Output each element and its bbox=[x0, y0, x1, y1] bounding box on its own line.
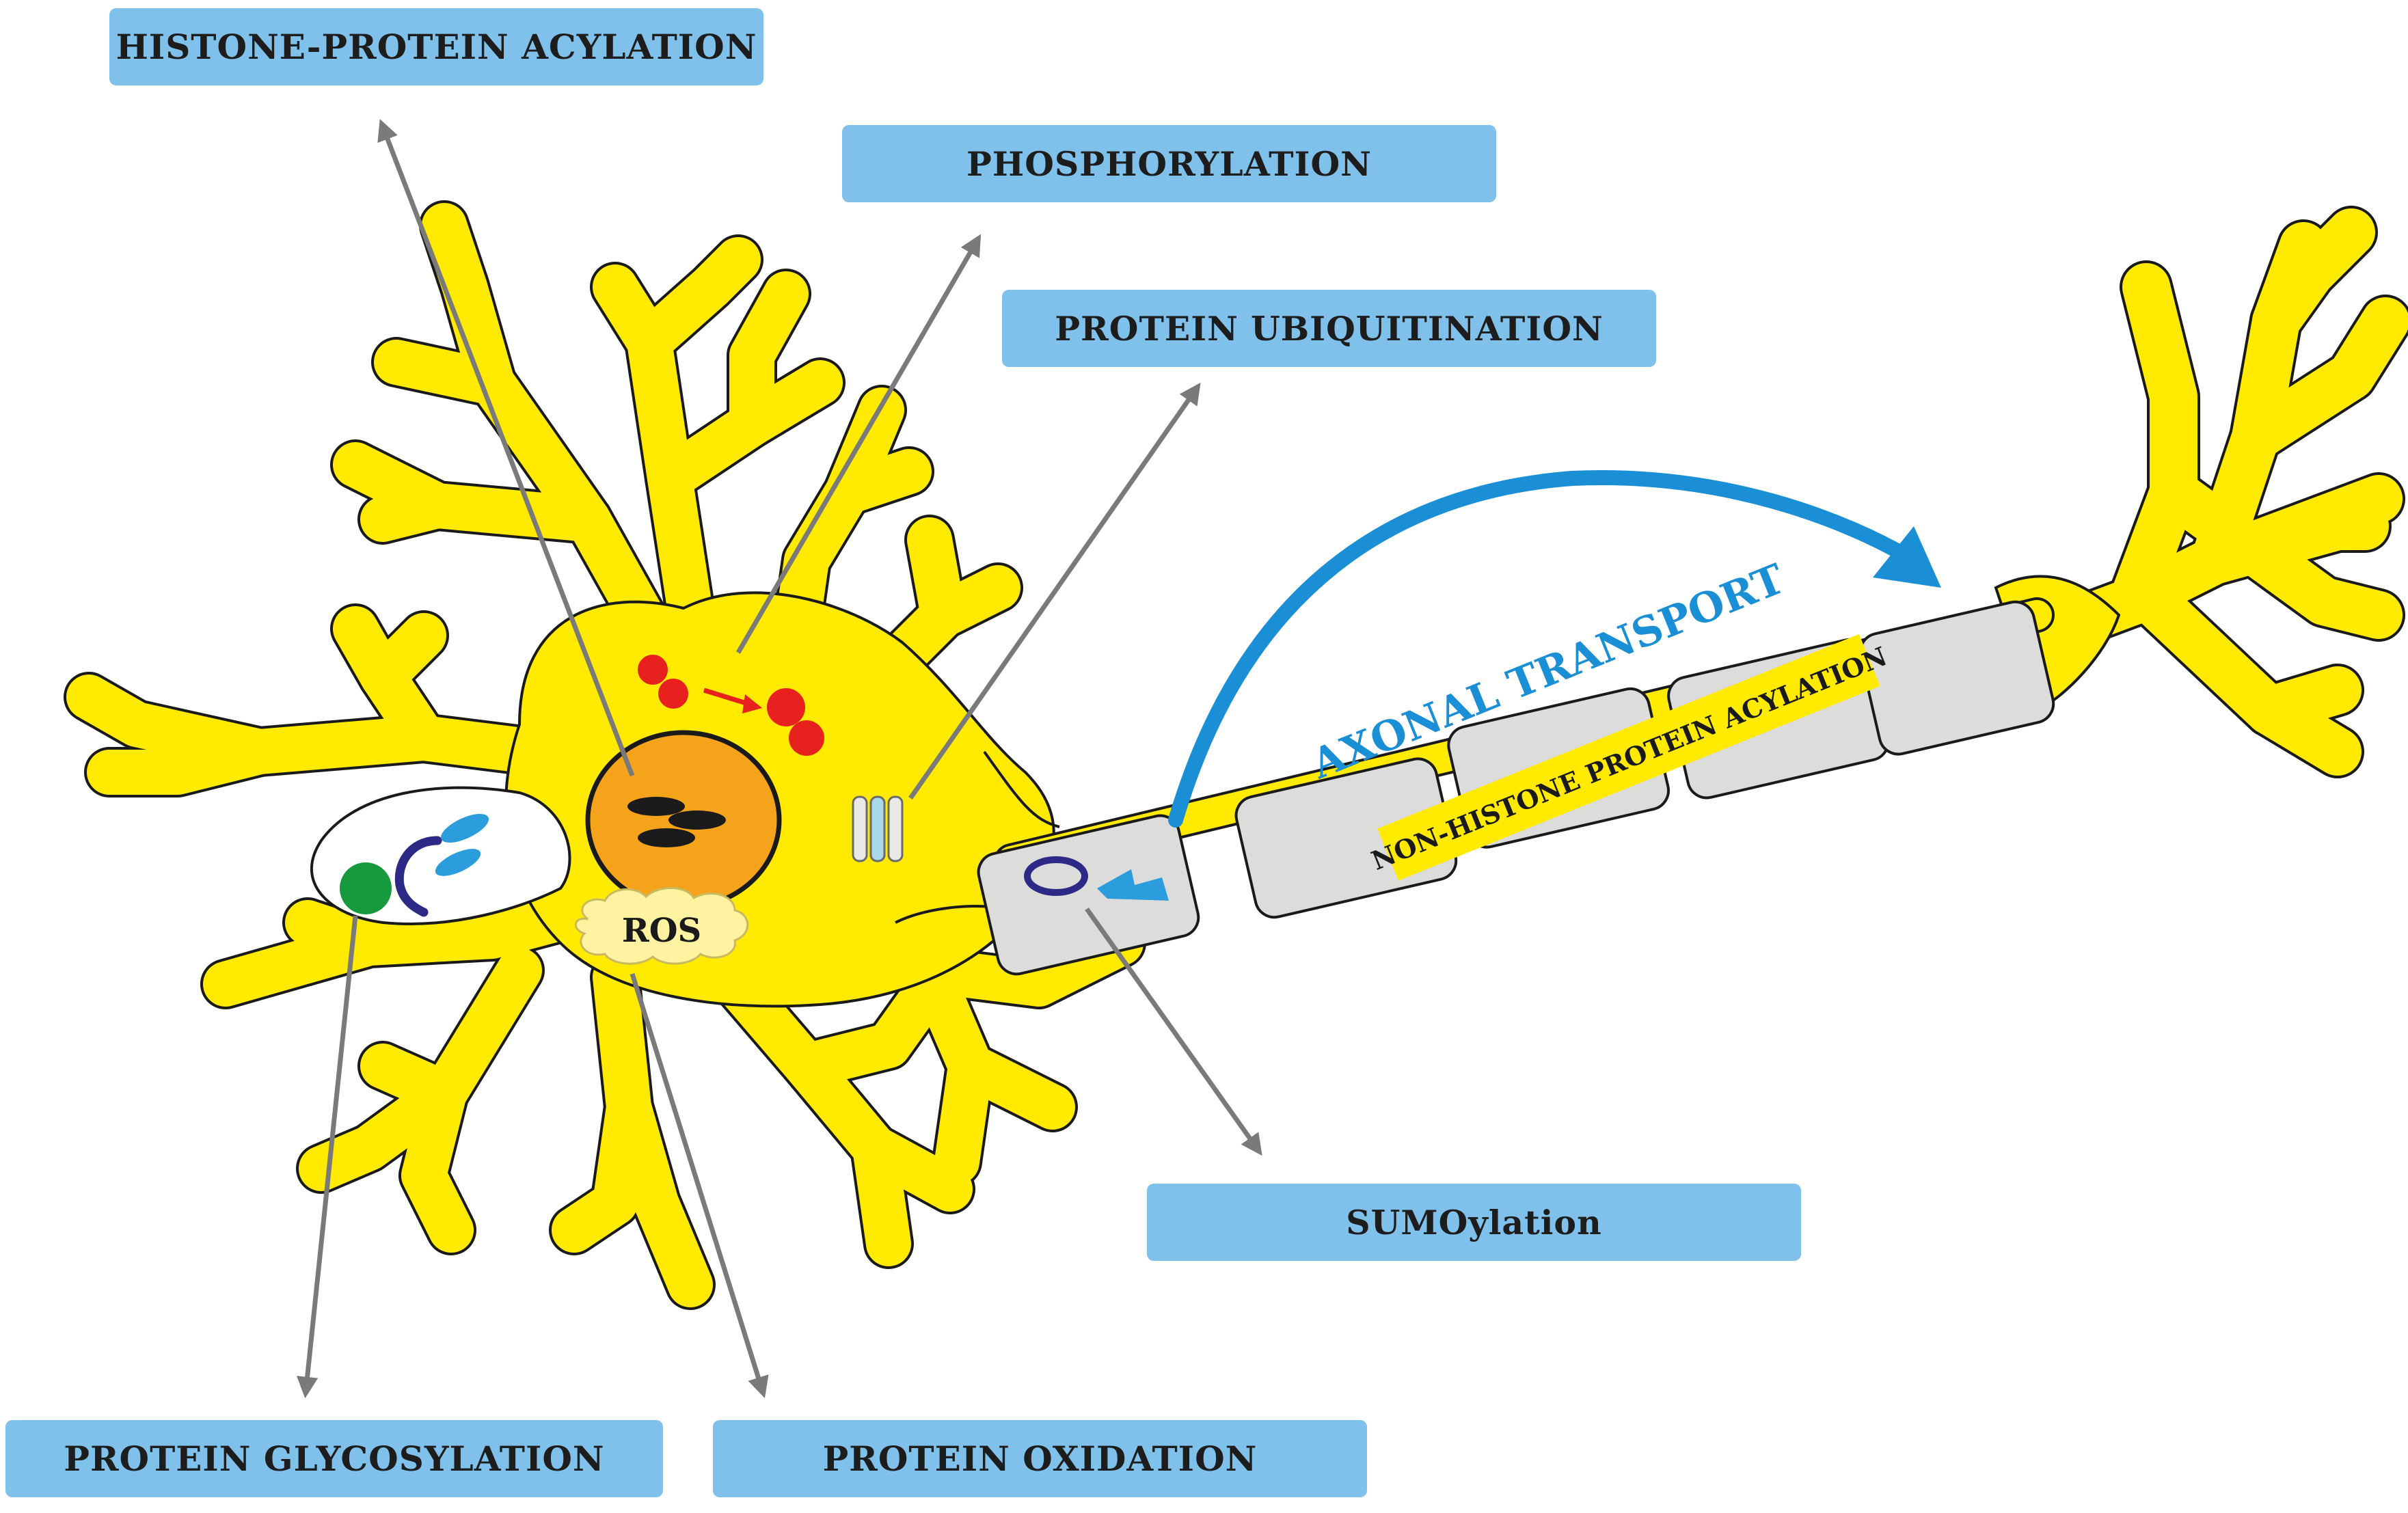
arrow-phospho bbox=[735, 234, 982, 654]
axonal-transport-arrow bbox=[1168, 470, 1921, 828]
sumoylation-label: SUMOylation bbox=[1346, 1202, 1602, 1242]
oxidation-label: PROTEIN OXIDATION bbox=[822, 1439, 1258, 1479]
ros-label: ROS bbox=[622, 912, 701, 950]
glycan-green-icon bbox=[340, 862, 392, 914]
histone-acylation-label: HISTONE-PROTEIN ACYLATION bbox=[116, 27, 757, 67]
sumoylation-complex bbox=[1024, 856, 1169, 901]
pointer-arrows bbox=[296, 119, 1262, 1399]
glycosylation-label: PROTEIN GLYCOSYLATION bbox=[64, 1439, 605, 1479]
chromatin bbox=[627, 797, 685, 816]
arrow-ubiquitination bbox=[908, 382, 1201, 800]
label-box-phosphorylation: PHOSPHORYLATION bbox=[842, 125, 1496, 202]
phosphorylation-label: PHOSPHORYLATION bbox=[966, 144, 1372, 184]
label-box-ubiquitination: PROTEIN UBIQUITINATION bbox=[1002, 290, 1656, 367]
phosphorylation-molecules bbox=[638, 655, 824, 756]
ubiquitination-channel bbox=[852, 795, 904, 862]
sumo-blue-shape-icon bbox=[1097, 869, 1169, 901]
axon-hillock bbox=[882, 752, 1053, 929]
ros-cloud: ROS bbox=[575, 887, 749, 965]
molecule-blue-icon bbox=[440, 813, 489, 843]
chromatin bbox=[638, 828, 695, 847]
arrow-oxidation bbox=[630, 972, 769, 1399]
arrow-glycosylation bbox=[296, 915, 358, 1399]
nucleus bbox=[585, 730, 782, 910]
axonal-transport-arrowhead bbox=[1873, 526, 1941, 588]
neuron-soma-dendrites bbox=[64, 200, 1146, 1310]
label-box-histone-acylation: HISTONE-PROTEIN ACYLATION bbox=[109, 8, 763, 85]
label-box-sumoylation: SUMOylation bbox=[1147, 1184, 1801, 1261]
arrow-sumoylation bbox=[1085, 907, 1262, 1156]
myelin-segment bbox=[977, 814, 1200, 976]
label-box-glycosylation: PROTEIN GLYCOSYLATION bbox=[5, 1420, 663, 1497]
sumo-ring-icon bbox=[1024, 856, 1088, 896]
ubiquitination-label: PROTEIN UBIQUITINATION bbox=[1055, 308, 1604, 349]
receptor-c-icon bbox=[394, 836, 442, 917]
myelin-segment bbox=[1858, 600, 2055, 756]
glycosylation-complex bbox=[340, 813, 489, 917]
axon-terminal bbox=[1997, 206, 2408, 778]
label-box-oxidation: PROTEIN OXIDATION bbox=[713, 1420, 1367, 1497]
arrow-histone bbox=[377, 119, 635, 777]
chromatin bbox=[668, 810, 726, 830]
molecule-blue-icon bbox=[435, 849, 481, 876]
